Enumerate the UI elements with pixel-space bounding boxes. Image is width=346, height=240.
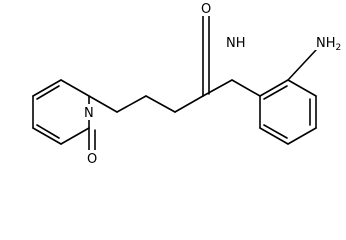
bond-ar-c2-c3 — [287, 79, 317, 97]
structure-svg: N O O NH NH2 — [32, 0, 346, 167]
bond-ring-c4-c3-double — [36, 124, 60, 139]
bond-ring-c6-c5-double — [36, 85, 60, 100]
bond-cb-cc — [145, 95, 176, 113]
bond-carbonyl-n — [202, 79, 233, 97]
pyridinone-ring — [32, 79, 96, 153]
bond-ar-c5-c6 — [259, 127, 289, 145]
bond-ring-c4-c3 — [32, 127, 62, 145]
bond-n-ca — [88, 95, 118, 113]
molecule-diagram: N O O NH NH2 — [32, 0, 346, 167]
alkyl-chain — [88, 13, 261, 113]
mask-n-amine — [314, 34, 346, 50]
atom-n-amine-subscript: 2 — [336, 43, 342, 53]
benzene-ring — [259, 49, 317, 145]
mask-n-ring — [82, 104, 96, 120]
bond-n-aryl — [231, 79, 261, 97]
mask-o-ring — [84, 150, 100, 166]
bond-ring-c3-c2 — [60, 127, 90, 145]
bond-ar-c2-nh2 — [287, 49, 317, 81]
atom-n-amine: NH2 — [316, 36, 341, 53]
bond-ring-c6-c5 — [32, 79, 62, 97]
bond-ring-n-c6 — [60, 79, 90, 97]
bond-cc-carbonyl — [174, 95, 204, 113]
bond-ar-c4-c5 — [287, 127, 317, 145]
bond-ar-c5-c6-double — [263, 124, 288, 139]
mask-o-amide — [198, 0, 214, 16]
mask-n-amide — [225, 34, 249, 50]
atom-o-amide: O — [201, 2, 211, 17]
bond-ca-cb — [116, 95, 147, 113]
bond-ar-c1-c2-double — [263, 85, 288, 100]
bond-ar-c1-c2 — [259, 79, 289, 97]
atom-n-amide: NH — [226, 36, 246, 51]
atom-o-ring: O — [87, 152, 97, 167]
atom-n-ring: N — [84, 106, 94, 121]
atom-n-amine-main: NH — [316, 36, 336, 51]
